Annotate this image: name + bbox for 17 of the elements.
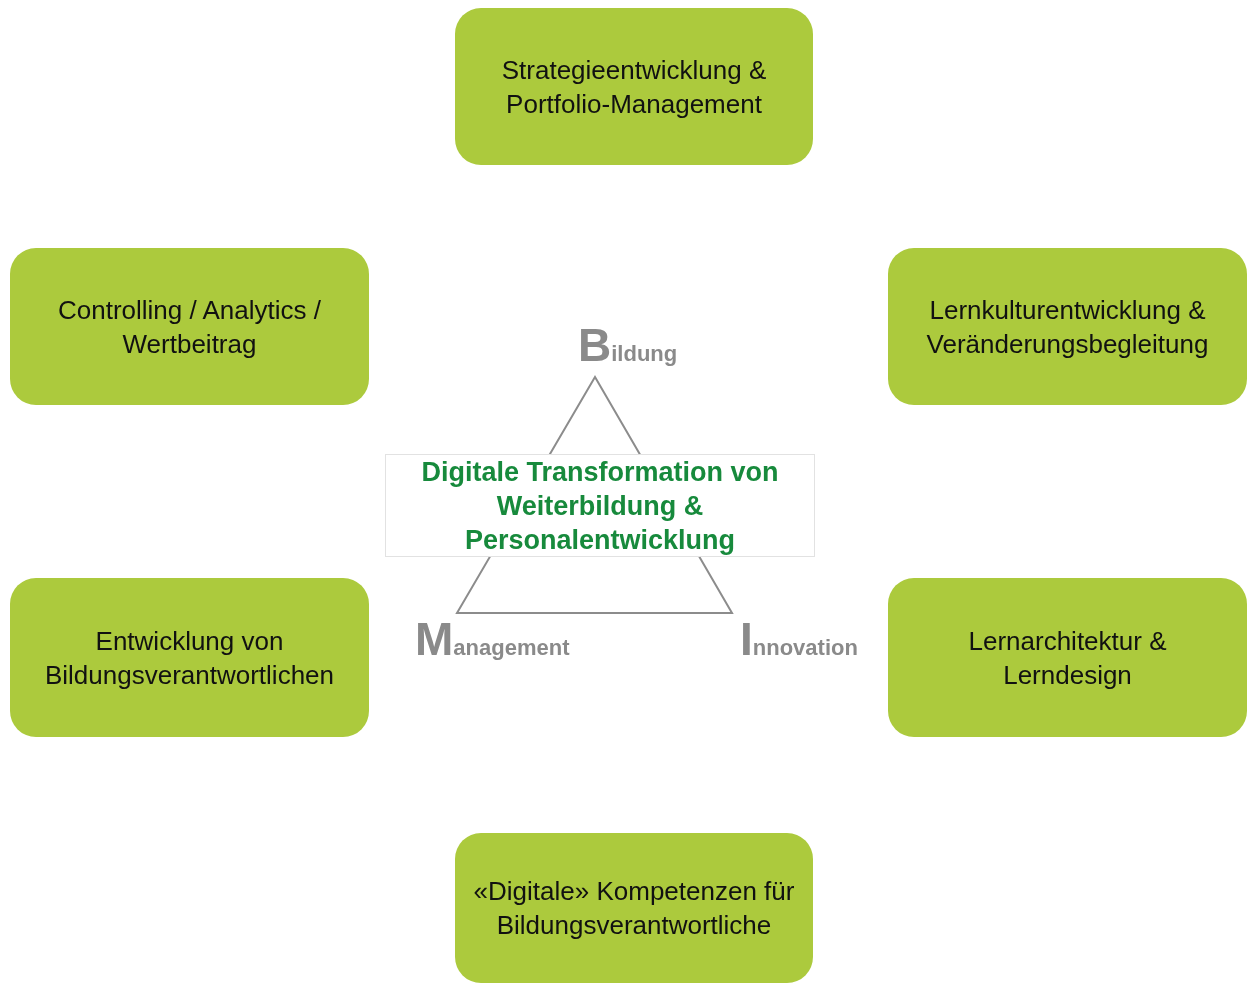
topic-box bbox=[10, 248, 369, 405]
topic-box bbox=[455, 833, 813, 983]
topic-box bbox=[888, 578, 1247, 737]
vertex-label: Innovation bbox=[740, 612, 858, 666]
topic-text: Lernarchitektur & Lerndesign bbox=[967, 624, 1168, 692]
topic-text: Entwicklung von Bildungsverantwortlichen bbox=[43, 624, 335, 692]
topic-text: Lernkulturentwicklung & Veränderungsbegleitung bbox=[925, 293, 1210, 361]
vertex-label: Management bbox=[415, 612, 570, 666]
topic-box bbox=[455, 8, 813, 165]
topic-box bbox=[10, 578, 369, 737]
center-box bbox=[385, 454, 815, 557]
center-title: Digitale Transformation von Weiterbildung & Personalentwicklung bbox=[420, 455, 780, 557]
topic-text: Strategieentwicklung & Portfolio-Management bbox=[500, 53, 768, 121]
vertex-label: Bildung bbox=[578, 318, 678, 372]
topic-text: Controlling / Analytics / Wertbeitrag bbox=[57, 293, 322, 361]
topic-box bbox=[888, 248, 1247, 405]
topic-text: «Digitale» Kompetenzen für Bildungsverantwortliche bbox=[472, 875, 796, 942]
